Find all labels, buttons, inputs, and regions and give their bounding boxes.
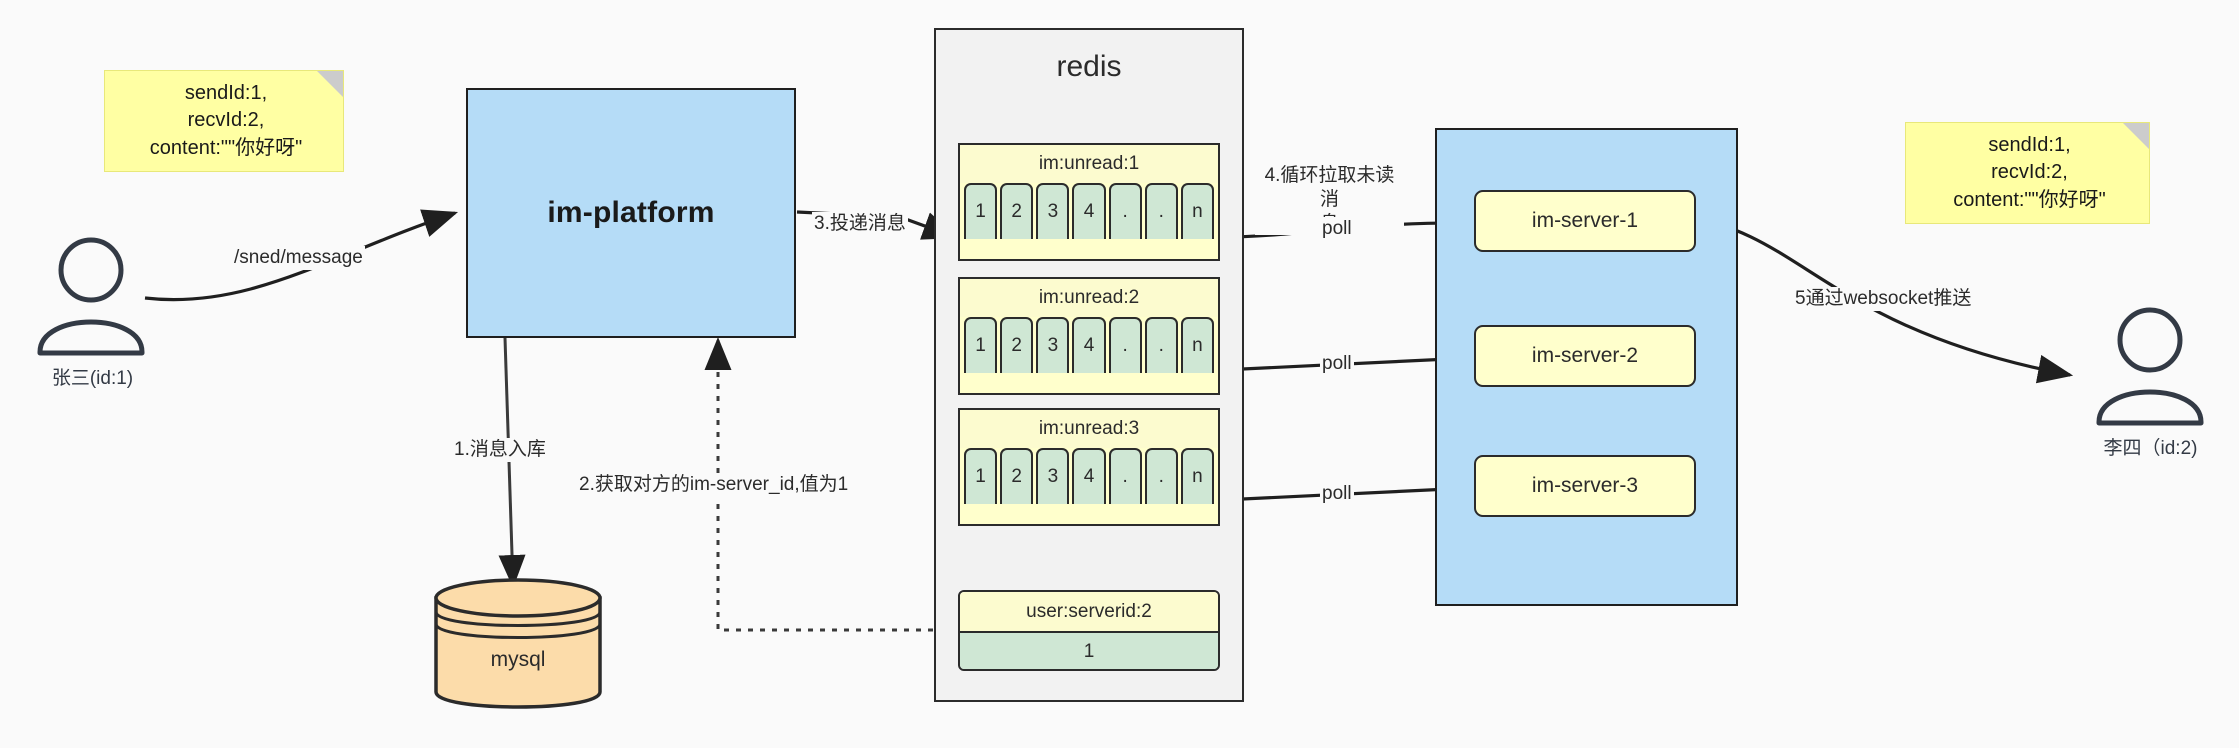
actor-right-label: 李四（id:2) <box>2103 438 2198 459</box>
redis-cell: n <box>1180 448 1214 504</box>
redis-cell: 4 <box>1072 317 1106 373</box>
redis-cell: 2 <box>1000 317 1034 373</box>
redis-list-key: im:unread:3 <box>960 410 1218 448</box>
note-right-message: sendId:1, recvId:2, content:""你好呀" <box>1905 122 2150 224</box>
im-server-1-node[interactable]: im-server-1 <box>1474 190 1696 252</box>
note-left-message: sendId:1, recvId:2, content:""你好呀" <box>104 70 344 172</box>
redis-cell: 2 <box>1000 448 1034 504</box>
note-right-text: sendId:1, recvId:2, content:""你好呀" <box>1953 133 2106 211</box>
mysql-node: mysql <box>436 648 600 672</box>
redis-list-im-unread-1: im:unread:1 1 2 3 4 . . n <box>958 143 1220 261</box>
mysql-label: mysql <box>490 648 546 671</box>
im-server-3-node[interactable]: im-server-3 <box>1474 455 1696 517</box>
user-icon-left <box>37 237 145 356</box>
edge-label-poll-3: poll <box>1320 482 1354 506</box>
redis-cell: . <box>1144 317 1178 373</box>
redis-cell: n <box>1180 317 1214 373</box>
redis-kv-value: 1 <box>960 633 1218 669</box>
redis-cell: 3 <box>1036 183 1070 239</box>
redis-cell: 1 <box>964 183 998 239</box>
edge-label-poll-1: poll <box>1320 217 1354 241</box>
edge-label-poll-2: poll <box>1320 352 1354 376</box>
edge-label-send-message: /sned/message <box>232 246 365 270</box>
redis-cell: . <box>1144 183 1178 239</box>
redis-list-im-unread-2: im:unread:2 1 2 3 4 . . n <box>958 277 1220 395</box>
im-server-2-label: im-server-2 <box>1531 344 1639 367</box>
redis-list-cells: 1 2 3 4 . . n <box>960 183 1218 243</box>
redis-cell: 1 <box>964 448 998 504</box>
edge-label-step2: 2.获取对方的im-server_id,值为1 <box>577 473 851 497</box>
note-fold-corner-right <box>2123 123 2149 149</box>
redis-cell: . <box>1144 448 1178 504</box>
redis-cell: . <box>1108 448 1142 504</box>
user-icon-right <box>2096 307 2204 426</box>
im-server-3-label: im-server-3 <box>1531 474 1639 497</box>
redis-cell: . <box>1108 183 1142 239</box>
note-fold-corner <box>317 71 343 97</box>
redis-cell: 2 <box>1000 183 1034 239</box>
redis-list-key: im:unread:2 <box>960 279 1218 317</box>
redis-cell: n <box>1180 183 1214 239</box>
redis-cell: . <box>1108 317 1142 373</box>
actor-left-label: 张三(id:1) <box>51 368 134 389</box>
redis-cell: 4 <box>1072 183 1106 239</box>
im-server-2-node[interactable]: im-server-2 <box>1474 325 1696 387</box>
edge-label-step5: 5通过websocket推送 <box>1793 287 1974 311</box>
im-platform-label: im-platform <box>547 196 715 229</box>
redis-title: redis <box>1056 50 1122 83</box>
edge-label-step3: 3.投递消息 <box>812 212 908 236</box>
redis-kv-key: user:serverid:2 <box>960 592 1218 633</box>
im-platform-box[interactable]: im-platform <box>466 88 796 338</box>
im-server-1-label: im-server-1 <box>1531 209 1639 232</box>
redis-list-key: im:unread:1 <box>960 145 1218 183</box>
redis-list-im-unread-3: im:unread:3 1 2 3 4 . . n <box>958 408 1220 526</box>
edge-label-step1: 1.消息入库 <box>452 438 548 462</box>
redis-kv-user-serverid: user:serverid:2 1 <box>958 590 1220 671</box>
redis-cell: 1 <box>964 317 998 373</box>
note-left-text: sendId:1, recvId:2, content:""你好呀" <box>149 81 303 159</box>
redis-cell: 3 <box>1036 317 1070 373</box>
mysql-cylinder <box>434 578 602 709</box>
redis-list-cells: 1 2 3 4 . . n <box>960 448 1218 508</box>
redis-list-cells: 1 2 3 4 . . n <box>960 317 1218 377</box>
redis-cell: 4 <box>1072 448 1106 504</box>
redis-cell: 3 <box>1036 448 1070 504</box>
